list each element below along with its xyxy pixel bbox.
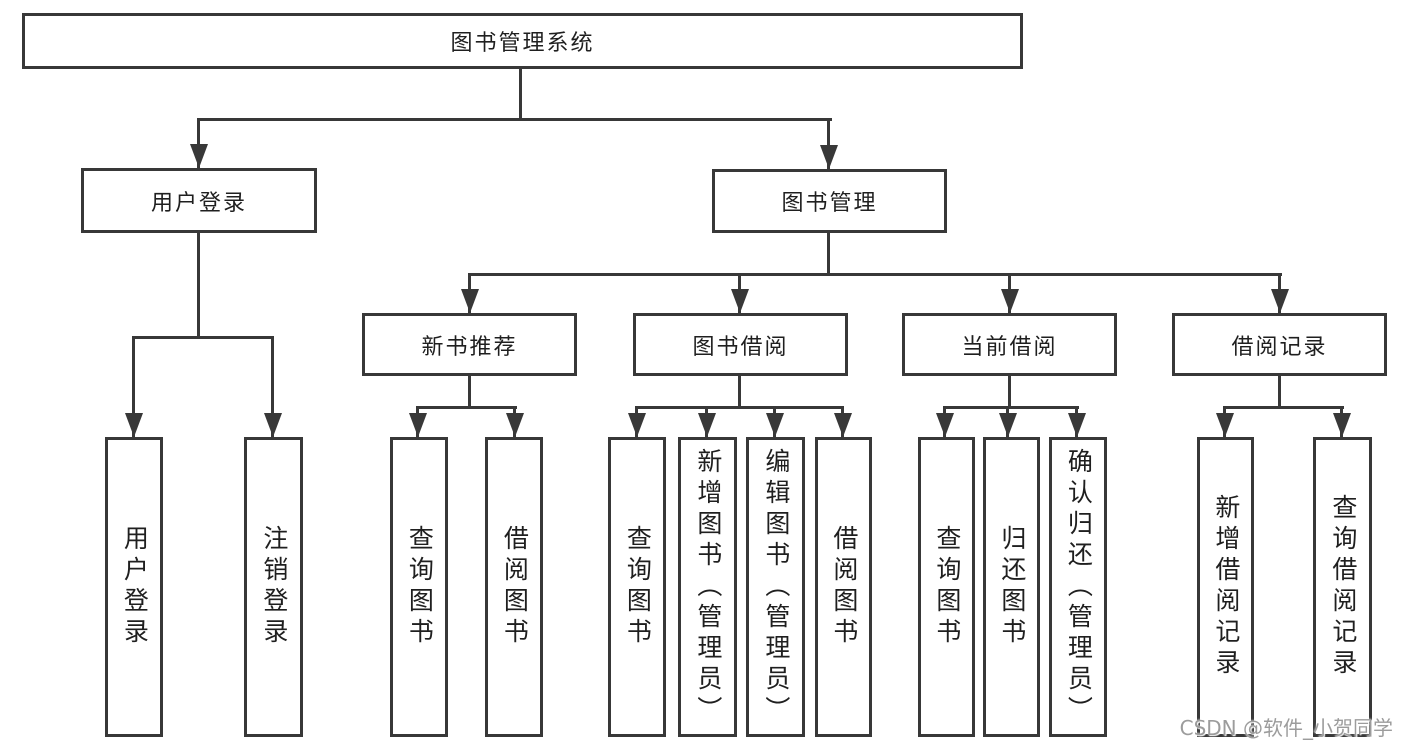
node-book-management: 图书管理 — [712, 169, 947, 233]
leaf-logout: 注销登录 — [244, 437, 303, 737]
connector — [416, 406, 517, 409]
node-label: 新书推荐 — [421, 334, 518, 360]
arrow-down-icon — [409, 413, 427, 437]
connector — [1278, 376, 1281, 407]
leaf-add-books-admin: 新增图书（管理员） — [678, 437, 737, 737]
leaf-label: 查询图书 — [405, 525, 435, 649]
leaf-label: 确认归还（管理员） — [1064, 447, 1094, 727]
leaf-label: 查询图书 — [932, 525, 962, 649]
connector — [197, 233, 200, 336]
arrow-down-icon — [999, 413, 1017, 437]
arrow-down-icon — [820, 145, 838, 169]
arrow-down-icon — [731, 289, 749, 313]
arrow-down-icon — [190, 144, 208, 168]
node-new-book-recommend: 新书推荐 — [362, 313, 577, 376]
connector — [197, 118, 832, 121]
leaf-add-borrow-record: 新增借阅记录 — [1197, 437, 1254, 737]
node-library-system-root: 图书管理系统 — [22, 13, 1023, 69]
node-label: 图书借阅 — [692, 334, 789, 360]
connector — [271, 336, 274, 437]
arrow-down-icon — [1271, 289, 1289, 313]
leaf-user-login: 用户登录 — [105, 437, 163, 737]
leaf-return-books: 归还图书 — [983, 437, 1040, 737]
node-label: 图书管理 — [781, 191, 878, 216]
arrow-down-icon — [461, 289, 479, 313]
connector — [943, 406, 1079, 409]
leaf-label: 借阅图书 — [500, 525, 530, 649]
node-user-login: 用户登录 — [81, 168, 317, 233]
arrow-down-icon — [698, 413, 716, 437]
leaf-label: 用户登录 — [120, 525, 150, 649]
connector — [468, 273, 1282, 276]
arrow-down-icon — [1216, 413, 1234, 437]
leaf-label: 归还图书 — [997, 525, 1027, 649]
arrow-down-icon — [766, 413, 784, 437]
leaf-label: 查询借阅记录 — [1328, 494, 1358, 680]
connector — [132, 336, 135, 437]
connector — [738, 376, 741, 407]
leaf-label: 新增图书（管理员） — [693, 447, 723, 727]
leaf-label: 编辑图书（管理员） — [761, 447, 791, 727]
arrow-down-icon — [628, 413, 646, 437]
node-label: 当前借阅 — [961, 334, 1058, 360]
leaf-label: 新增借阅记录 — [1211, 494, 1241, 680]
leaf-label: 注销登录 — [259, 525, 289, 649]
node-current-borrowing: 当前借阅 — [902, 313, 1117, 376]
arrow-down-icon — [506, 413, 524, 437]
connector — [519, 69, 522, 119]
connector — [132, 336, 274, 339]
connector — [197, 118, 200, 168]
node-label: 图书管理系统 — [450, 31, 595, 56]
leaf-label: 查询图书 — [623, 525, 653, 649]
arrow-down-icon — [834, 413, 852, 437]
node-borrowing-records: 借阅记录 — [1172, 313, 1387, 376]
node-book-borrowing: 图书借阅 — [633, 313, 848, 376]
leaf-borrow-books-recommend: 借阅图书 — [485, 437, 543, 737]
node-label: 借阅记录 — [1231, 334, 1328, 360]
connector — [635, 406, 844, 409]
leaf-query-books-borrowing: 查询图书 — [608, 437, 666, 737]
leaf-edit-books-admin: 编辑图书（管理员） — [746, 437, 805, 737]
arrow-down-icon — [264, 413, 282, 437]
connector — [1008, 376, 1011, 407]
leaf-confirm-return-admin: 确认归还（管理员） — [1049, 437, 1107, 737]
leaf-label: 借阅图书 — [829, 525, 859, 649]
leaf-query-borrow-record: 查询借阅记录 — [1313, 437, 1372, 737]
connector — [827, 233, 830, 273]
node-label: 用户登录 — [150, 190, 247, 216]
watermark: CSDN @软件_小贺同学 — [1179, 716, 1393, 740]
connector — [1223, 406, 1344, 409]
arrow-down-icon — [1333, 413, 1351, 437]
arrow-down-icon — [1068, 413, 1086, 437]
arrow-down-icon — [1001, 289, 1019, 313]
connector — [468, 376, 471, 407]
leaf-query-books-current: 查询图书 — [918, 437, 975, 737]
arrow-down-icon — [125, 413, 143, 437]
leaf-borrow-books-borrowing: 借阅图书 — [815, 437, 872, 737]
leaf-query-books-recommend: 查询图书 — [390, 437, 448, 737]
arrow-down-icon — [936, 413, 954, 437]
connector — [827, 118, 830, 169]
